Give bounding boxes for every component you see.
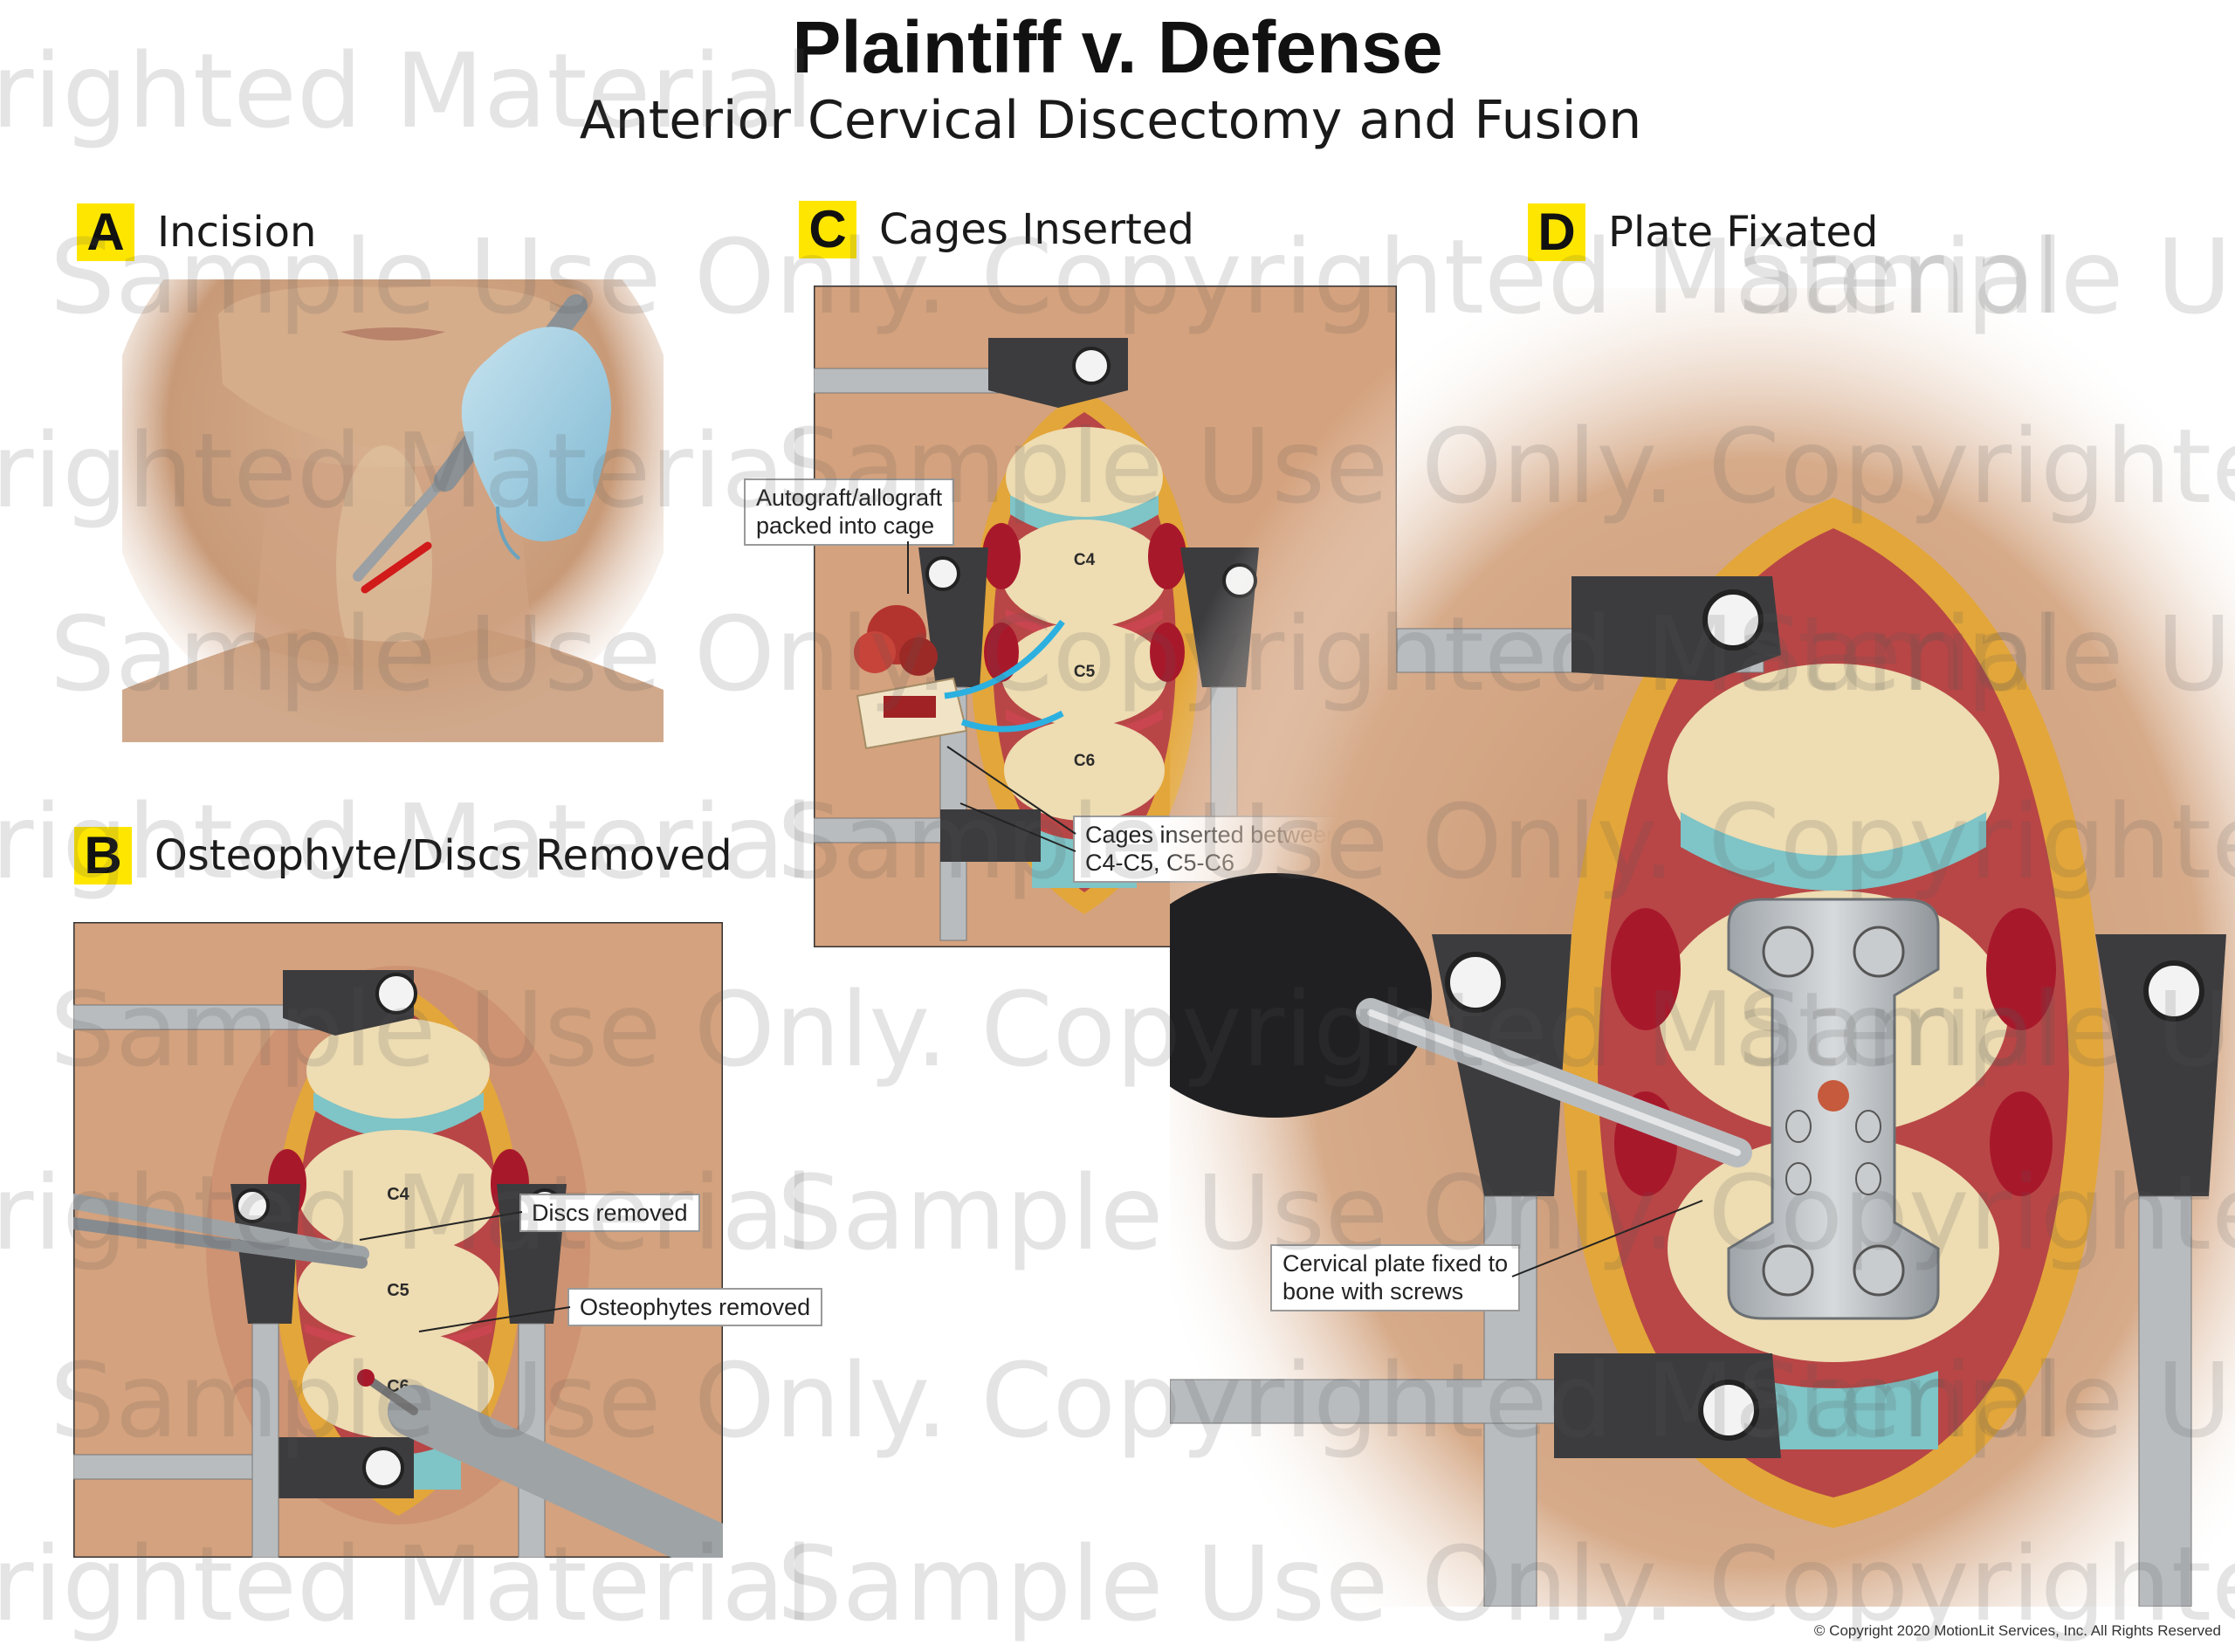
screw-icon xyxy=(1762,1244,1814,1297)
callout-cervical-plate: Cervical plate fixed to bone with screws xyxy=(1270,1244,1521,1311)
screw-icon xyxy=(1853,1244,1905,1297)
forceps-icon xyxy=(73,1194,369,1269)
vertebra-label-c4: C4 xyxy=(387,1185,409,1204)
screw-icon xyxy=(1853,926,1905,978)
vertebra-label-c4: C4 xyxy=(1074,551,1096,569)
panel-b-header: B Osteophyte/Discs Removed xyxy=(74,827,732,885)
page-title: Plaintiff v. Defense xyxy=(792,6,1443,88)
panel-c-badge: C xyxy=(799,201,856,258)
retractor-top xyxy=(814,338,1128,408)
panel-c-title: Cages Inserted xyxy=(879,205,1194,254)
arrow-to-c4-c5 xyxy=(944,619,1065,699)
copyright-notice: © Copyright 2020 MotionLit Services, Inc… xyxy=(1813,1622,2221,1639)
incision-line xyxy=(361,541,432,594)
panel-b-badge: B xyxy=(74,827,132,885)
panel-b-illustration: C4 C5 C6 xyxy=(73,922,723,1558)
retractor-bottom xyxy=(1170,1353,1781,1458)
callout-osteophytes-removed: Osteophytes removed xyxy=(567,1288,823,1327)
retractor-top xyxy=(73,970,417,1036)
panel-d-badge: D xyxy=(1528,203,1585,261)
bone-graft-icon xyxy=(854,605,938,676)
page-subtitle: Anterior Cervical Discectomy and Fusion xyxy=(579,90,1642,151)
vertebra-label-c6: C6 xyxy=(1074,752,1095,770)
screwdriver-icon xyxy=(1170,873,1752,1167)
panel-d-title: Plate Fixated xyxy=(1608,208,1879,257)
panel-b-title: Osteophyte/Discs Removed xyxy=(155,831,732,880)
panel-a-header: A Incision xyxy=(77,203,316,261)
panel-a-badge: A xyxy=(77,203,134,261)
arrow-to-c5-c6 xyxy=(960,710,1064,733)
panel-d-header: D Plate Fixated xyxy=(1528,203,1878,261)
callout-autograft: Autograft/allograft packed into cage xyxy=(744,478,955,546)
callout-autograft-line2: packed into cage xyxy=(756,513,935,540)
callout-discs-removed: Discs removed xyxy=(519,1194,700,1233)
vertebra-label-c5: C5 xyxy=(1074,663,1096,681)
retractor-bottom xyxy=(814,809,1041,862)
callout-plate-line1: Cervical plate fixed to xyxy=(1283,1250,1509,1277)
panel-a-illustration xyxy=(122,279,664,742)
panel-a-title: Incision xyxy=(157,208,317,257)
vertebra-label-c5: C5 xyxy=(387,1281,409,1300)
panel-c-header: C Cages Inserted xyxy=(799,201,1194,258)
panel-d-illustration xyxy=(1170,288,2235,1607)
retractor-right xyxy=(2095,934,2226,1607)
retractor-top xyxy=(1396,576,1781,681)
burr-drill-icon xyxy=(357,1369,723,1558)
cervical-plate xyxy=(1727,898,1940,1320)
callout-plate-line2: bone with screws xyxy=(1283,1278,1464,1305)
callout-autograft-line1: Autograft/allograft xyxy=(756,485,943,511)
screw-icon xyxy=(1762,926,1814,978)
interbody-cage-icon xyxy=(856,677,968,750)
gloved-hand-with-scalpel-icon xyxy=(353,294,611,582)
